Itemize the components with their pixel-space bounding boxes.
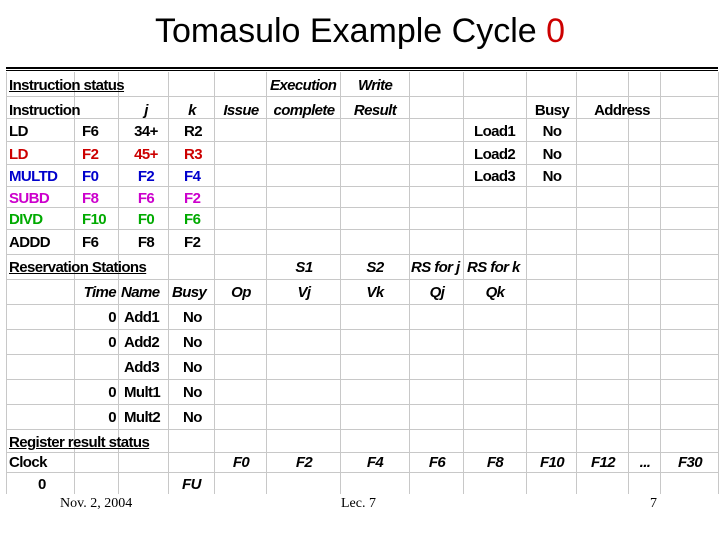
j-cell: 34+: [134, 123, 158, 140]
j-cell: F8: [137, 234, 155, 251]
page-number: 7: [650, 496, 657, 511]
register-header: F6: [428, 454, 446, 471]
k-cell: F6: [184, 211, 201, 228]
rs-name: Add3: [124, 359, 160, 376]
register-header: ...: [639, 454, 651, 471]
rs-name: Add1: [124, 309, 160, 326]
complete-header: complete: [273, 102, 335, 119]
dest-cell: F2: [82, 146, 99, 163]
rs-busy: No: [183, 409, 202, 426]
address-header: Address: [594, 102, 650, 119]
op-cell: LD: [9, 123, 28, 140]
k-cell: R3: [184, 146, 203, 163]
fu-label: FU: [182, 476, 201, 493]
register-header: F30: [677, 454, 703, 471]
name-header: Name: [121, 284, 160, 301]
op-cell: MULTD: [9, 168, 58, 185]
register-header: F8: [486, 454, 504, 471]
footer-lecture: Lec. 7: [341, 496, 376, 511]
j-header: j: [144, 102, 148, 119]
k-header: k: [188, 102, 196, 119]
clock-value: 0: [38, 476, 46, 493]
op-cell: SUBD: [9, 190, 50, 207]
s1-header: S1: [295, 259, 313, 276]
vk-header: Vk: [366, 284, 384, 301]
rs-busy: No: [183, 334, 202, 351]
footer-date: Nov. 2, 2004: [60, 496, 133, 511]
vj-header: Vj: [297, 284, 312, 301]
rs-time: 0: [108, 409, 116, 426]
rs-time: 0: [108, 384, 116, 401]
dest-cell: F6: [82, 123, 99, 140]
load-busy: No: [542, 146, 562, 163]
write-header: Write: [358, 77, 393, 94]
rs-busy: No: [183, 359, 202, 376]
j-cell: F6: [137, 190, 155, 207]
slide-title: Tomasulo Example Cycle 0: [154, 12, 566, 50]
k-cell: F4: [184, 168, 201, 185]
register-header: F10: [539, 454, 565, 471]
busy-header-load: Busy: [534, 102, 570, 119]
cycle-number: 0: [546, 12, 566, 50]
s2-header: S2: [366, 259, 384, 276]
execution-header: Execution: [270, 77, 337, 94]
qj-header: Qj: [429, 284, 445, 301]
j-cell: F0: [137, 211, 155, 228]
load-name: Load2: [474, 146, 516, 163]
op-cell: DIVD: [9, 211, 43, 228]
dest-cell: F10: [82, 211, 107, 228]
j-cell: F2: [137, 168, 155, 185]
rs-time: 0: [108, 334, 116, 351]
op-header: Op: [231, 284, 251, 301]
qk-header: Qk: [485, 284, 505, 301]
top-rule-thin: [6, 70, 718, 71]
op-cell: ADDD: [9, 234, 51, 251]
load-busy: No: [542, 123, 562, 140]
result-header: Result: [353, 102, 397, 119]
dest-cell: F6: [82, 234, 99, 251]
rs-busy: No: [183, 384, 202, 401]
top-rule: [6, 67, 718, 69]
load-busy: No: [542, 168, 562, 185]
k-cell: F2: [184, 234, 201, 251]
load-name: Load3: [474, 168, 516, 185]
rs-name: Add2: [124, 334, 160, 351]
dest-cell: F0: [82, 168, 99, 185]
rs-name: Mult1: [124, 384, 161, 401]
dest-cell: F8: [82, 190, 99, 207]
register-status-title: Register result status: [9, 434, 150, 451]
k-cell: R2: [184, 123, 203, 140]
rs-name: Mult2: [124, 409, 161, 426]
register-header: F4: [366, 454, 384, 471]
instruction-header: Instruction: [9, 102, 81, 119]
register-header: F0: [232, 454, 250, 471]
clock-label: Clock: [9, 454, 47, 471]
reservation-stations-title: Reservation Stations: [9, 259, 147, 276]
rs-for-k-header: RS for k: [467, 259, 520, 276]
load-name: Load1: [474, 123, 516, 140]
busy-header: Busy: [172, 284, 207, 301]
rs-for-j-header: RS for j: [411, 259, 460, 276]
time-header: Time: [83, 284, 117, 301]
instruction-status-title: Instruction status: [9, 77, 125, 94]
rs-busy: No: [183, 309, 202, 326]
j-cell: 45+: [134, 146, 158, 163]
k-cell: F2: [184, 190, 201, 207]
rs-time: 0: [108, 309, 116, 326]
register-header: F12: [590, 454, 616, 471]
register-header: F2: [295, 454, 313, 471]
op-cell: LD: [9, 146, 28, 163]
issue-header: Issue: [223, 102, 259, 119]
